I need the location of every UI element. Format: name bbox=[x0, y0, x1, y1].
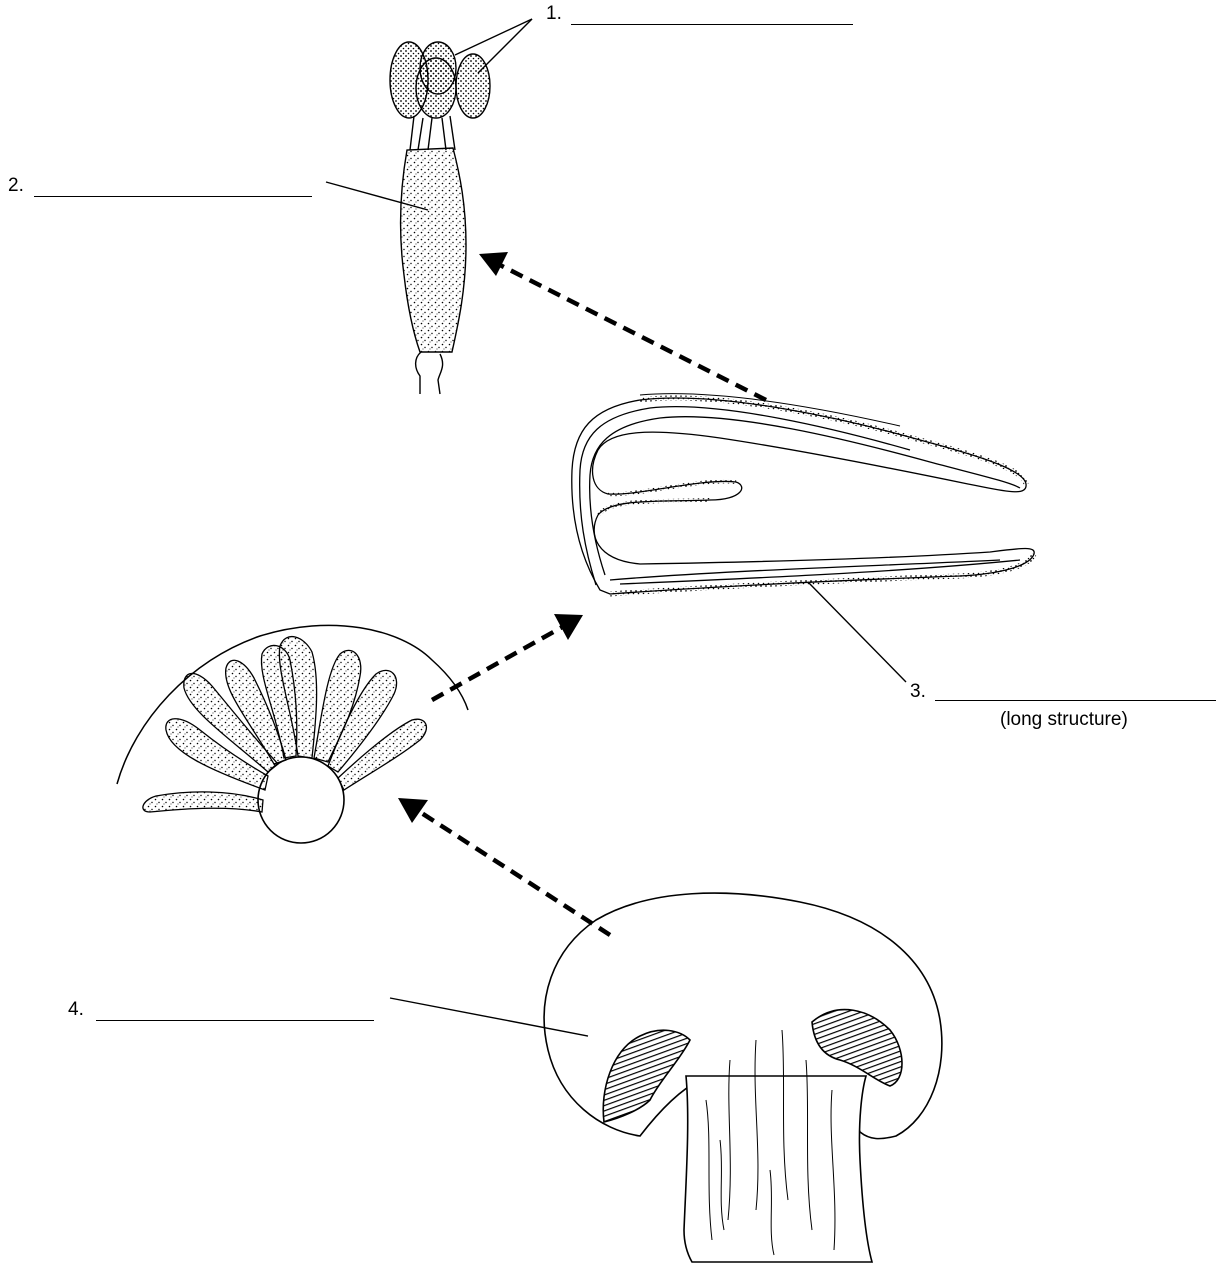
label-1-number: 1. bbox=[546, 4, 562, 24]
arrow-head bbox=[554, 614, 583, 640]
hypha-base bbox=[416, 352, 443, 394]
label-4-answer-blank[interactable] bbox=[96, 1020, 374, 1021]
basidium-drawing bbox=[390, 42, 490, 394]
leader-1b bbox=[478, 19, 532, 73]
dashed-arrows bbox=[420, 265, 766, 935]
basidium-body bbox=[400, 148, 466, 352]
label-4-number: 4. bbox=[68, 1000, 84, 1020]
label-3-answer-blank[interactable] bbox=[935, 700, 1216, 701]
mushroom-stem bbox=[684, 1076, 872, 1262]
arrow-gill-to-basidium bbox=[500, 265, 766, 400]
label-1-answer-blank[interactable] bbox=[571, 24, 853, 25]
gill-section-drawing bbox=[572, 394, 1034, 594]
label-3-number: 3. bbox=[910, 682, 926, 702]
label-3-note: (long structure) bbox=[1000, 710, 1128, 730]
leader-1a bbox=[455, 19, 532, 55]
spore-right bbox=[456, 54, 490, 118]
sterigmata bbox=[410, 116, 455, 150]
gill-dots bbox=[640, 398, 1026, 484]
arrow-cap-to-gill bbox=[432, 626, 564, 700]
spore-center bbox=[416, 58, 456, 118]
arrow-head bbox=[479, 252, 508, 276]
label-2-number: 2. bbox=[8, 176, 24, 196]
mushroom-drawing bbox=[544, 893, 942, 1262]
arrow-mushroom-to-cap bbox=[420, 812, 610, 935]
arrow-head bbox=[398, 798, 428, 823]
leader-3 bbox=[808, 582, 906, 682]
gill-lobe bbox=[143, 792, 263, 812]
label-2-answer-blank[interactable] bbox=[34, 196, 312, 197]
